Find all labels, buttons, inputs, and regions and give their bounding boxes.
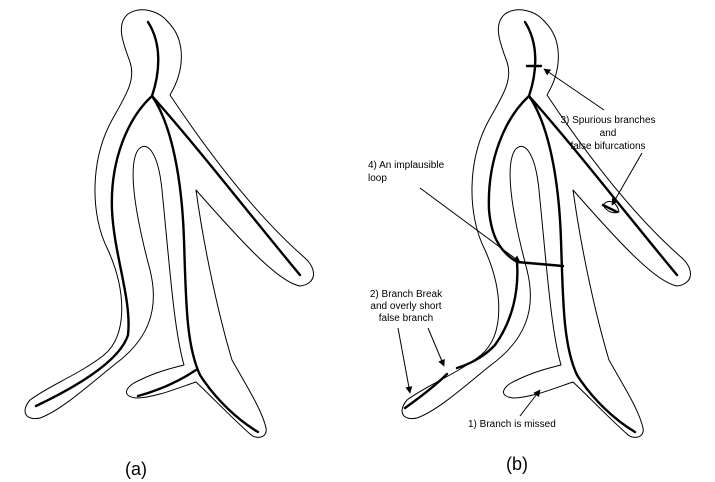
panel-b: (b) bbox=[402, 10, 690, 474]
annotation-spurious-line2: and bbox=[600, 128, 617, 139]
arrow-loop bbox=[420, 188, 520, 262]
implausible-loop-b bbox=[517, 262, 563, 266]
arrow-missed bbox=[520, 390, 540, 416]
annotation-spurious: 3) Spurious branches and false bifurcati… bbox=[544, 69, 656, 205]
centerline-middle-a bbox=[152, 96, 258, 432]
annotation-spurious-line1: 3) Spurious branches bbox=[560, 115, 655, 126]
centerline-main-b bbox=[457, 22, 535, 368]
vessel-outline-b bbox=[402, 10, 690, 438]
arrow-break-fragment bbox=[398, 328, 410, 393]
annotation-missed: 1) Branch is missed bbox=[468, 390, 556, 430]
panel-a-label: (a) bbox=[125, 459, 147, 479]
annotation-break-line1: 2) Branch Break bbox=[370, 289, 443, 300]
annotation-loop-line1: 4) An implausible bbox=[368, 160, 445, 171]
annotation-loop-line2: loop bbox=[368, 173, 387, 184]
annotation-break-line3: false branch bbox=[379, 313, 433, 324]
centerline-right-a bbox=[152, 96, 300, 275]
annotation-break-line2: and overly short bbox=[370, 301, 441, 312]
annotation-missed-line1: 1) Branch is missed bbox=[468, 419, 556, 430]
arrow-break-gap bbox=[428, 328, 444, 366]
vessel-outline-a bbox=[25, 10, 313, 438]
panel-b-label: (b) bbox=[506, 454, 528, 474]
arrow-spurious-right bbox=[612, 153, 642, 205]
annotation-break: 2) Branch Break and overly short false b… bbox=[370, 289, 444, 393]
annotation-loop: 4) An implausible loop bbox=[368, 160, 520, 262]
panel-a: (a) bbox=[25, 10, 313, 479]
annotation-spurious-line3: false bifurcations bbox=[570, 141, 645, 152]
false-short-branch-b bbox=[405, 374, 447, 408]
